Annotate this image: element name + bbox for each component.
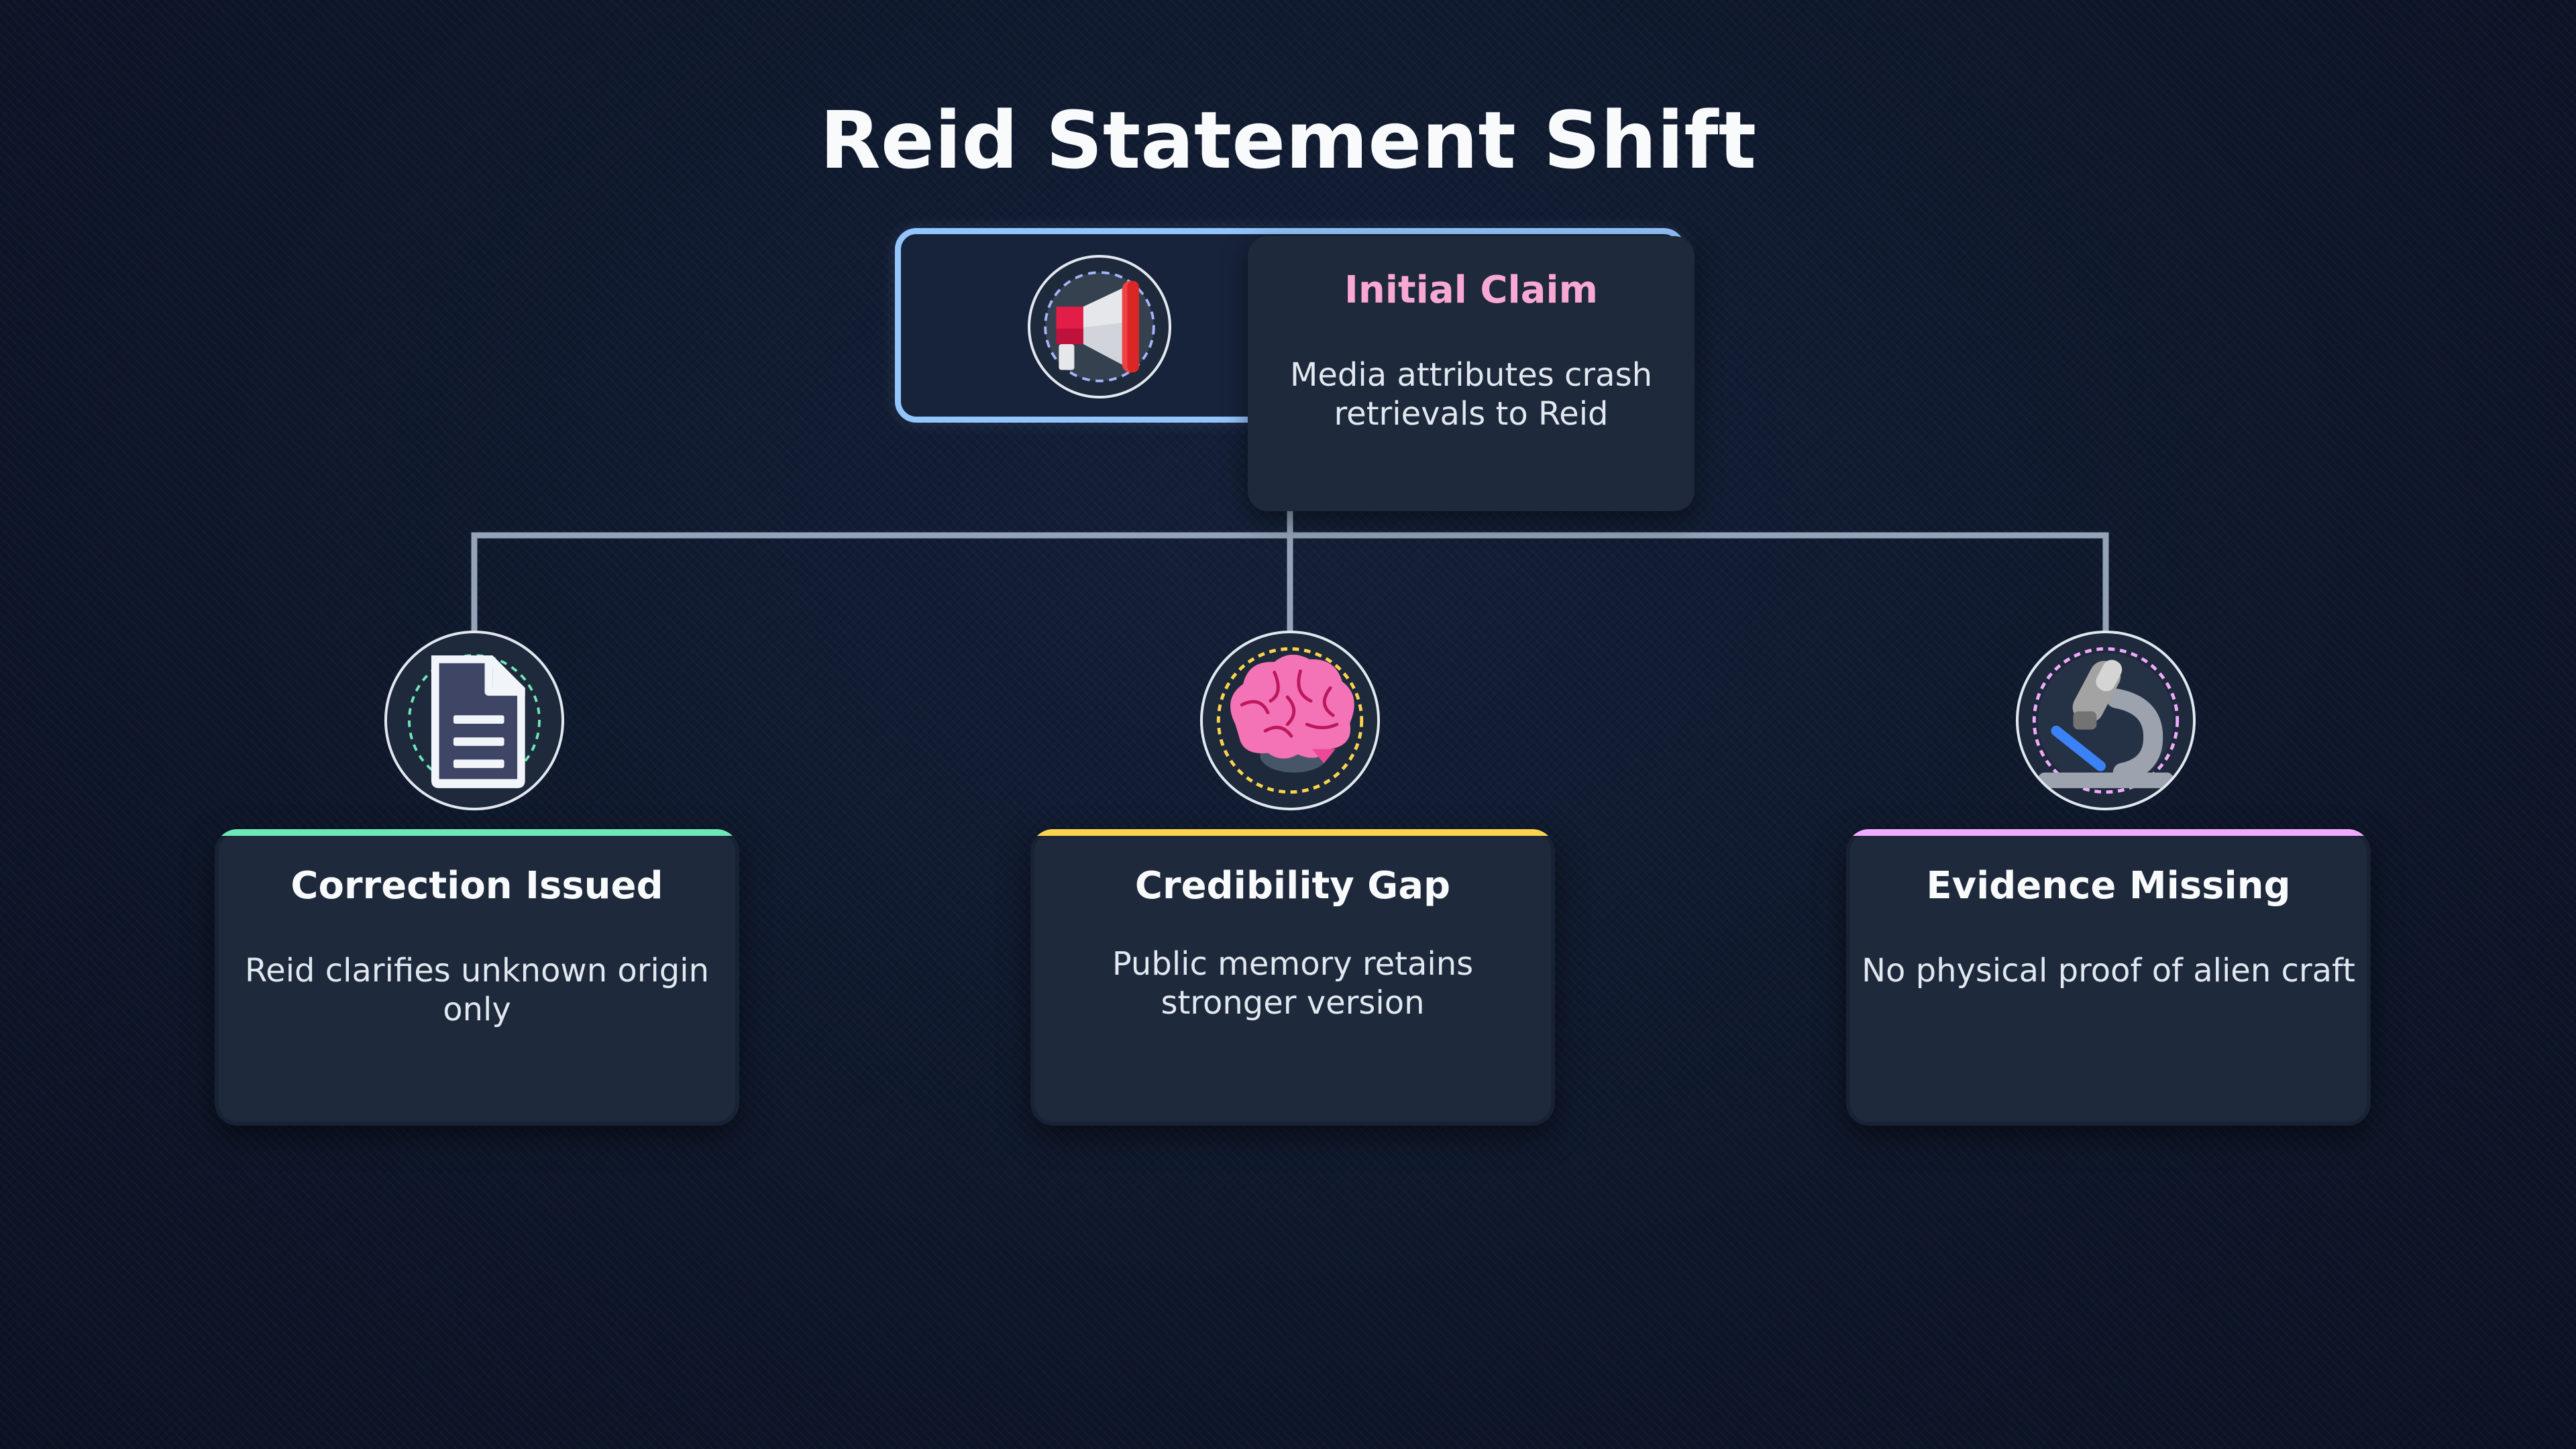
card-accent-bar	[215, 829, 739, 836]
card-accent-bar	[1030, 829, 1555, 836]
root-node-text: Media attributes crash retrievals to Rei…	[1289, 356, 1653, 433]
megaphone-icon	[1028, 255, 1171, 398]
child-card-credibility-gap[interactable]: Credibility Gap Public memory retains st…	[1030, 829, 1555, 1126]
card-title: Credibility Gap	[1134, 864, 1451, 908]
card-text: No physical proof of alien craft	[1862, 952, 2355, 989]
brain-icon	[1200, 631, 1380, 810]
microscope-icon	[2016, 631, 2196, 810]
card-text: Reid clarifies unknown origin only	[244, 952, 710, 1028]
card-title: Correction Issued	[290, 864, 663, 908]
root-node-panel	[1248, 236, 1695, 511]
child-card-evidence-missing[interactable]: Evidence Missing No physical proof of al…	[1846, 829, 2371, 1126]
card-accent-bar	[1846, 829, 2371, 836]
document-icon	[384, 631, 564, 810]
root-node-title: Initial Claim	[1344, 268, 1598, 312]
card-title: Evidence Missing	[1926, 864, 2291, 908]
page-title: Reid Statement Shift	[819, 94, 1756, 186]
child-card-correction-issued[interactable]: Correction Issued Reid clarifies unknown…	[215, 829, 739, 1126]
card-text: Public memory retains stronger version	[1112, 945, 1474, 1022]
